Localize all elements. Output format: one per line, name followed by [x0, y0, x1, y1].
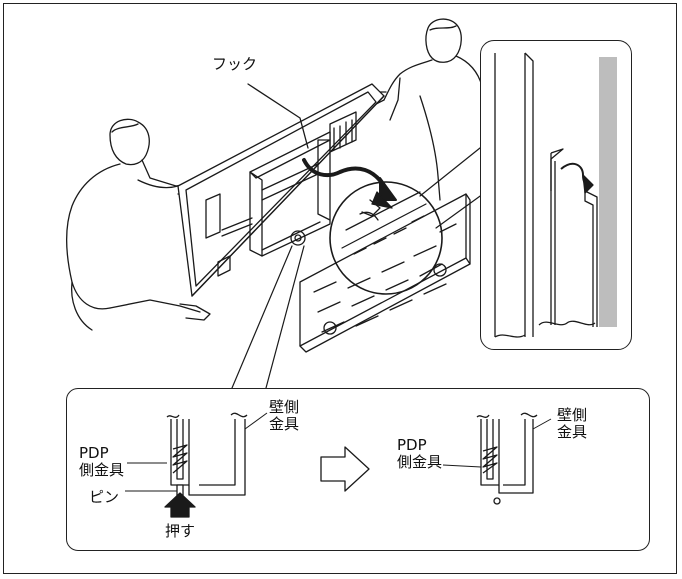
pin-detail-illustration	[125, 412, 552, 518]
wall-bracket-label-after: 壁側 金具	[557, 406, 588, 441]
closeup-hook-illustration	[494, 52, 617, 338]
closeup-inset-panel	[480, 40, 632, 350]
pin-label: ピン	[89, 488, 120, 506]
pdp-bracket-label-before: PDP 側金具	[79, 444, 125, 479]
pdp-bracket-label-after: PDP 側金具	[397, 436, 443, 471]
pin-detail-panel: PDP 側金具 壁側 金具 ピン 押す PDP 側金具 壁側 金具	[66, 388, 650, 551]
wall-surface	[599, 57, 617, 327]
hook-label: フック	[212, 55, 258, 73]
wall-bracket-plate	[299, 193, 471, 353]
hook-leader-line	[247, 83, 309, 149]
hook-bracket	[249, 131, 331, 257]
magnifier-circle	[329, 181, 443, 295]
push-label: 押す	[165, 522, 196, 540]
left-person-figure	[66, 118, 211, 331]
motion-arrow-curve	[302, 158, 386, 188]
wall-bracket-label-before: 壁側 金具	[269, 398, 300, 433]
